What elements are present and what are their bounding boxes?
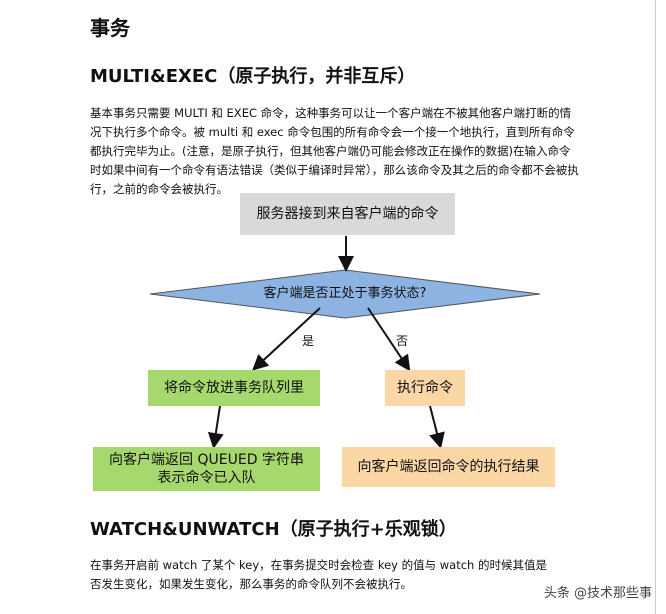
flow-yes-step: 将命令放进事务队列里	[148, 370, 320, 406]
flow-no-result: 向客户端返回命令的执行结果	[342, 447, 555, 487]
section-heading-multi-exec: MULTI&EXEC（原子执行，并非互斥）	[90, 66, 416, 87]
flow-decision-label: 客户端是否正处于事务状态?	[263, 286, 427, 301]
flow-start-box: 服务器接到来自客户端的命令	[240, 193, 455, 235]
flow-no-step: 执行命令	[385, 370, 465, 406]
watermark: 头条 @技术那些事	[543, 586, 652, 601]
yes-label: 是	[302, 334, 315, 348]
page-edge	[655, 0, 656, 614]
decision-diamond	[149, 269, 541, 319]
page-title: 事务	[90, 16, 130, 40]
no-label: 否	[396, 334, 409, 348]
section-paragraph-multi-exec: 基本事务只需要 MULTI 和 EXEC 命令，这种事务可以让一个客户端在不被其…	[90, 106, 579, 196]
flow-yes-result: 向客户端返回 QUEUED 字符串表示命令已入队	[93, 447, 320, 491]
section-heading-watch: WATCH&UNWATCH（原子执行+乐观锁）	[90, 519, 457, 540]
section-paragraph-watch: 在事务开启前 watch 了某个 key，在事务提交时会检查 key 的值与 w…	[90, 558, 547, 591]
